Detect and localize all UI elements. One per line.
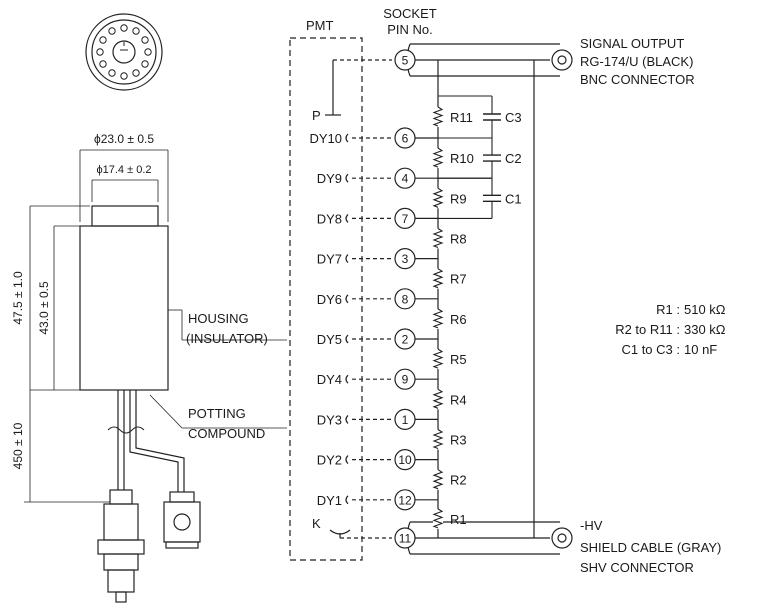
housing-side-view	[24, 149, 287, 603]
dynode-label-7: DY3	[317, 412, 342, 427]
hv-line1: -HV	[580, 518, 603, 533]
potting-callout: POTTING	[188, 406, 246, 421]
value-c-name: C1 to C3 :	[621, 342, 680, 357]
resistor-label-10: R1	[450, 512, 467, 527]
pin-dynode-0-circle	[394, 127, 416, 149]
pin-dynode-5-circle	[394, 328, 416, 350]
value-r1-name: R1 :	[656, 302, 680, 317]
resistor-r5	[432, 348, 444, 369]
schematic	[289, 37, 573, 561]
pin-dynode-4: 8	[402, 292, 409, 306]
pin-dynode-3: 3	[402, 252, 409, 266]
resistor-label-9: R2	[450, 473, 467, 488]
resistor-r7	[432, 268, 444, 289]
outer-diameter-label: ϕ23.0 ± 0.5	[94, 132, 154, 146]
pin-dynode-5: 2	[402, 333, 409, 347]
dynode-label-6: DY4	[317, 372, 342, 387]
resistor-label-6: R5	[450, 352, 467, 367]
resistor-label-1: R10	[450, 151, 474, 166]
housing-callout-2: (INSULATOR)	[186, 331, 268, 346]
dynode-label-9: DY1	[317, 493, 342, 508]
value-c: 10 nF	[684, 342, 717, 357]
potting-callout-2: COMPOUND	[188, 426, 265, 441]
resistor-r3	[432, 429, 444, 450]
value-r2-r11-name: R2 to R11 :	[615, 322, 680, 337]
socket-pins	[96, 24, 152, 80]
pmt-label: PMT	[306, 18, 334, 33]
pin-dynode-6: 9	[402, 373, 409, 387]
pin-anode-circle	[394, 49, 416, 71]
resistor-label-4: R7	[450, 272, 467, 287]
resistor-r9	[432, 187, 444, 208]
value-r2-r11: 330 kΩ	[684, 322, 726, 337]
pin-no-label: PIN No.	[387, 22, 433, 37]
signal-output-line3: BNC CONNECTOR	[580, 72, 695, 87]
resistor-label-3: R8	[450, 232, 467, 247]
resistor-r11	[432, 106, 444, 127]
anode-label: P	[312, 108, 321, 123]
dynode-label-8: DY2	[317, 453, 342, 468]
resistor-r8	[432, 228, 444, 249]
dynode-label-4: DY6	[317, 292, 342, 307]
capacitor-label-2: C1	[505, 191, 522, 206]
pin-dynode-9-circle	[394, 489, 416, 511]
total-length-label: 47.5 ± 1.0	[11, 271, 25, 325]
pin-dynode-0: 6	[402, 132, 409, 146]
resistor-r2	[432, 469, 444, 490]
cathode-label: K	[312, 516, 321, 531]
resistor-r1	[432, 508, 444, 529]
pin-dynode-2-circle	[394, 207, 416, 229]
socket-label: SOCKET	[383, 6, 437, 21]
hv-line3: SHV CONNECTOR	[580, 560, 694, 575]
resistor-label-2: R9	[450, 191, 467, 206]
pin-anode: 5	[402, 54, 409, 68]
capacitor-label-1: C2	[505, 151, 522, 166]
pin-dynode-4-circle	[394, 288, 416, 310]
resistor-r10	[432, 147, 444, 168]
pin-dynode-9: 12	[398, 493, 412, 507]
resistor-label-0: R11	[450, 110, 473, 125]
housing-length-label: 43.0 ± 0.5	[37, 281, 51, 335]
pin-dynode-7-circle	[394, 408, 416, 430]
housing-callout: HOUSING	[188, 311, 249, 326]
pin-dynode-1-circle	[394, 167, 416, 189]
dynode-label-5: DY5	[317, 332, 342, 347]
hv-line2: SHIELD CABLE (GRAY)	[580, 540, 721, 555]
pin-dynode-3-circle	[394, 248, 416, 270]
inner-diameter-label: ϕ17.4 ± 0.2	[96, 164, 151, 176]
pin-dynode-8-circle	[394, 449, 416, 471]
pin-dynode-1: 4	[402, 172, 409, 186]
pin-dynode-2: 7	[402, 212, 409, 226]
dynode-label-2: DY8	[317, 211, 342, 226]
pin-dynode-7: 1	[402, 413, 409, 427]
signal-output-line1: SIGNAL OUTPUT	[580, 36, 684, 51]
signal-output-line2: RG-174/U (BLACK)	[580, 54, 693, 69]
dynode-label-0: DY10	[309, 131, 342, 146]
resistor-label-5: R6	[450, 312, 467, 327]
socket-end-view	[85, 13, 163, 91]
dynode-label-3: DY7	[317, 252, 342, 267]
pin-dynode-8: 10	[398, 453, 412, 467]
capacitor-label-0: C3	[505, 110, 522, 125]
pin-cathode: 11	[399, 532, 412, 546]
value-r1: 510 kΩ	[684, 302, 726, 317]
cable-length-label: 450 ± 10	[11, 422, 25, 469]
resistor-label-8: R3	[450, 433, 467, 448]
resistor-r4	[432, 388, 444, 409]
resistor-r6	[432, 308, 444, 329]
dynode-label-1: DY9	[317, 171, 342, 186]
resistor-label-7: R4	[450, 392, 467, 407]
pin-dynode-6-circle	[394, 368, 416, 390]
pin-cathode-circle	[394, 527, 416, 549]
